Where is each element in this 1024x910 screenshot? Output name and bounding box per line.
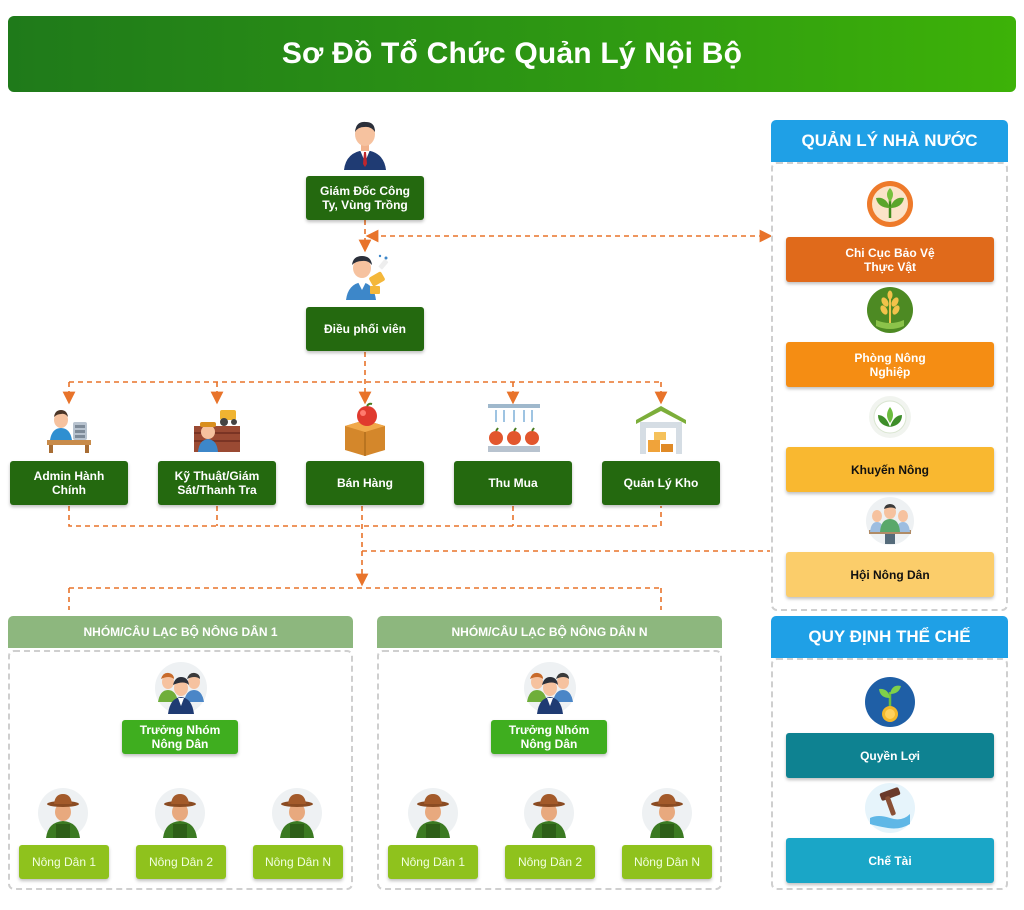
farmer-icon (38, 788, 88, 838)
farmer-group-header-1: NHÓM/CÂU LẠC BỘ NÔNG DÂN 1 (8, 616, 353, 648)
page-header: Sơ Đồ Tổ Chức Quản Lý Nội Bộ (8, 16, 1016, 92)
state-management-header: QUẢN LÝ NHÀ NƯỚC (771, 120, 1008, 162)
sales-box-icon (345, 402, 385, 456)
wheat-icon (867, 287, 913, 333)
sprout-leaf-icon (869, 396, 911, 438)
department-box-purchasing[interactable]: Thu Mua (454, 461, 572, 505)
coordinator-box[interactable]: Điều phối viên (306, 307, 424, 351)
coordinator-icon (346, 254, 389, 300)
regulations-header: QUY ĐỊNH THỂ CHẾ (771, 616, 1008, 658)
farmer-icon (524, 788, 574, 838)
group-leader-icon (155, 662, 207, 714)
farmers-meeting-icon (866, 497, 914, 545)
farmer-group-header-n: NHÓM/CÂU LẠC BỘ NÔNG DÂN N (377, 616, 722, 648)
farmer-icon (408, 788, 458, 838)
director-icon (344, 121, 386, 170)
state-item-extension[interactable]: Khuyến Nông (786, 447, 994, 492)
farmer-box[interactable]: Nông Dân 1 (19, 845, 109, 879)
department-box-warehouse[interactable]: Quản Lý Kho (602, 461, 720, 505)
farmer-box[interactable]: Nông Dân N (622, 845, 712, 879)
department-box-technical[interactable]: Kỹ Thuật/Giám Sát/Thanh Tra (158, 461, 276, 505)
farmer-icon (642, 788, 692, 838)
farmer-icon (272, 788, 322, 838)
farmer-icon (155, 788, 205, 838)
state-item-plant-protection[interactable]: Chi Cục Bảo Vệ Thực Vật (786, 237, 994, 282)
farmer-box[interactable]: Nông Dân 2 (505, 845, 595, 879)
group-leader-box-n[interactable]: Trưởng Nhóm Nông Dân (491, 720, 607, 754)
group-leader-icon (524, 662, 576, 714)
coin-plant-icon (865, 677, 915, 727)
farmer-box[interactable]: Nông Dân N (253, 845, 343, 879)
state-item-farmers-union[interactable]: Hội Nông Dân (786, 552, 994, 597)
technician-tractor-icon (194, 410, 240, 452)
purchasing-line-icon (488, 404, 540, 452)
group-leader-box-1[interactable]: Trưởng Nhóm Nông Dân (122, 720, 238, 754)
regulation-item-benefits[interactable]: Quyền Lợi (786, 733, 994, 778)
director-box[interactable]: Giám Đốc Công Ty, Vùng Trồng (306, 176, 424, 220)
page-title: Sơ Đồ Tổ Chức Quản Lý Nội Bộ (281, 37, 743, 70)
regulation-item-sanctions[interactable]: Chế Tài (786, 838, 994, 883)
farmer-box[interactable]: Nông Dân 2 (136, 845, 226, 879)
state-item-agriculture-dept[interactable]: Phòng Nông Nghiệp (786, 342, 994, 387)
department-box-admin[interactable]: Admin Hành Chính (10, 461, 128, 505)
office-desk-icon (47, 410, 91, 453)
department-box-sales[interactable]: Bán Hàng (306, 461, 424, 505)
warehouse-icon (636, 406, 686, 454)
gavel-hand-icon (865, 783, 915, 833)
plant-protection-icon (867, 181, 913, 227)
farmer-box[interactable]: Nông Dân 1 (388, 845, 478, 879)
